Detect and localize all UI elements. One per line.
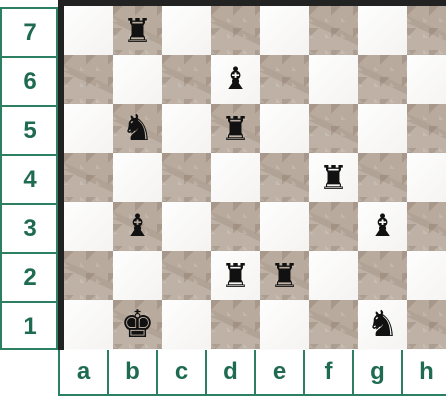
black-rook-icon[interactable]: ♜ (211, 104, 260, 153)
square-d7[interactable] (211, 6, 260, 55)
square-g1[interactable]: ♞ (358, 300, 407, 349)
square-a6[interactable] (64, 55, 113, 104)
black-rook-icon[interactable]: ♜ (113, 6, 162, 55)
file-label-c: c (158, 350, 207, 394)
square-d6[interactable]: ♝ (211, 55, 260, 104)
rank-label-6: 6 (2, 58, 58, 107)
square-b3[interactable]: ♝ (113, 202, 162, 251)
square-f6[interactable] (309, 55, 358, 104)
square-e2[interactable]: ♜ (260, 251, 309, 300)
square-b6[interactable] (113, 55, 162, 104)
black-rook-icon[interactable]: ♜ (309, 153, 358, 202)
file-label-f: f (305, 350, 354, 394)
file-label-h: h (403, 350, 446, 394)
square-c5[interactable] (162, 104, 211, 153)
file-label-e: e (256, 350, 305, 394)
square-e7[interactable] (260, 6, 309, 55)
rank-label-1: 1 (2, 303, 58, 352)
square-c7[interactable] (162, 6, 211, 55)
square-h1[interactable] (407, 300, 446, 349)
square-e4[interactable] (260, 153, 309, 202)
black-bishop-icon[interactable]: ♝ (113, 202, 162, 251)
square-e5[interactable] (260, 104, 309, 153)
file-label-d: d (207, 350, 256, 394)
rank-label-4: 4 (2, 156, 58, 205)
square-b7[interactable]: ♜ (113, 6, 162, 55)
rank-labels: 7 6 5 4 3 2 1 (0, 7, 58, 350)
square-a2[interactable] (64, 251, 113, 300)
square-f3[interactable] (309, 202, 358, 251)
square-f5[interactable] (309, 104, 358, 153)
file-label-a: a (60, 350, 109, 394)
black-king-icon[interactable]: ♚ (113, 300, 162, 349)
square-b1[interactable]: ♚ (113, 300, 162, 349)
square-g5[interactable] (358, 104, 407, 153)
square-c1[interactable] (162, 300, 211, 349)
square-h3[interactable] (407, 202, 446, 251)
square-h2[interactable] (407, 251, 446, 300)
square-g6[interactable] (358, 55, 407, 104)
rank-label-7: 7 (2, 9, 58, 58)
square-h5[interactable] (407, 104, 446, 153)
black-knight-icon[interactable]: ♞ (358, 300, 407, 349)
black-knight-icon[interactable]: ♞ (113, 104, 162, 153)
black-rook-icon[interactable]: ♜ (260, 251, 309, 300)
black-bishop-icon[interactable]: ♝ (358, 202, 407, 251)
square-f7[interactable] (309, 6, 358, 55)
square-f1[interactable] (309, 300, 358, 349)
file-labels: a b c d e f g h (58, 350, 446, 396)
square-f4[interactable]: ♜ (309, 153, 358, 202)
square-a4[interactable] (64, 153, 113, 202)
file-label-b: b (109, 350, 158, 394)
square-a1[interactable] (64, 300, 113, 349)
square-d1[interactable] (211, 300, 260, 349)
square-h7[interactable] (407, 6, 446, 55)
chessboard: ♜♝♞♜♜♝♝♜♜♚♞ (58, 0, 446, 350)
square-d3[interactable] (211, 202, 260, 251)
black-bishop-icon[interactable]: ♝ (211, 55, 260, 104)
square-g4[interactable] (358, 153, 407, 202)
square-e1[interactable] (260, 300, 309, 349)
rank-label-2: 2 (2, 254, 58, 303)
rank-label-3: 3 (2, 205, 58, 254)
square-f2[interactable] (309, 251, 358, 300)
square-g2[interactable] (358, 251, 407, 300)
file-label-g: g (354, 350, 403, 394)
black-rook-icon[interactable]: ♜ (211, 251, 260, 300)
square-d5[interactable]: ♜ (211, 104, 260, 153)
square-d2[interactable]: ♜ (211, 251, 260, 300)
square-g3[interactable]: ♝ (358, 202, 407, 251)
square-c2[interactable] (162, 251, 211, 300)
square-a5[interactable] (64, 104, 113, 153)
square-e6[interactable] (260, 55, 309, 104)
square-a7[interactable] (64, 6, 113, 55)
square-h4[interactable] (407, 153, 446, 202)
square-a3[interactable] (64, 202, 113, 251)
square-b4[interactable] (113, 153, 162, 202)
square-c3[interactable] (162, 202, 211, 251)
square-g7[interactable] (358, 6, 407, 55)
square-b2[interactable] (113, 251, 162, 300)
square-h6[interactable] (407, 55, 446, 104)
square-c4[interactable] (162, 153, 211, 202)
rank-label-5: 5 (2, 107, 58, 156)
square-e3[interactable] (260, 202, 309, 251)
square-c6[interactable] (162, 55, 211, 104)
square-d4[interactable] (211, 153, 260, 202)
square-b5[interactable]: ♞ (113, 104, 162, 153)
